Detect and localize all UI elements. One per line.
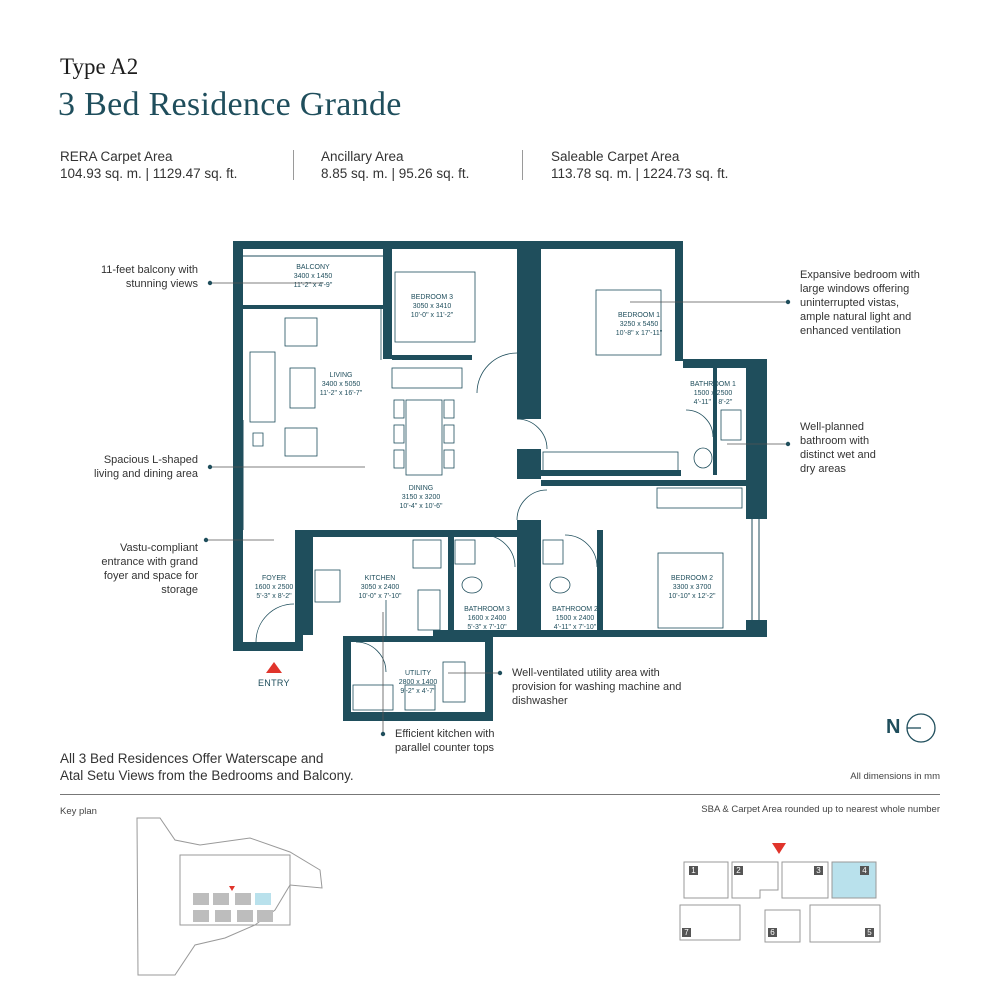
entry-label: ENTRY [258, 678, 290, 688]
room-ft-bathroom1: 4'-11" x 8'-2" [694, 399, 733, 406]
rera-carpet-area-value: 104.93 sq. m. | 1129.47 sq. ft. [60, 166, 238, 181]
sba-note: SBA & Carpet Area rounded up to nearest … [701, 804, 940, 815]
tower-unit-3: 3 [816, 866, 821, 875]
north-label: N [886, 716, 901, 738]
key-plan-site [136, 817, 323, 976]
windows [242, 244, 760, 620]
room-mm-bedroom3: 3050 x 3410 [413, 303, 452, 310]
tower-marker-icon [772, 843, 786, 854]
type-label: Type A2 [60, 54, 139, 79]
room-mm-bathroom2: 1500 x 2400 [556, 615, 595, 622]
room-name-bedroom2: BEDROOM 2 [671, 575, 713, 582]
room-name-living: LIVING [330, 372, 353, 379]
saleable-carpet-area: Saleable Carpet Area 113.78 sq. m. | 122… [551, 148, 728, 182]
page-title: 3 Bed Residence Grande [58, 86, 402, 123]
callout-living: Spacious L-shaped living and dining area [94, 454, 198, 480]
room-ft-balcony: 11'-2" x 4'-9" [294, 282, 333, 289]
tower-unit-numbers: 1 2 3 4 5 6 7 [682, 866, 874, 937]
tower-highlight [831, 861, 877, 899]
room-name-bathroom2: BATHROOM 2 [552, 606, 598, 613]
key-plan-marker-icon [229, 886, 235, 891]
tower-unit-2: 2 [736, 866, 741, 875]
room-labels: BALCONY 3400 x 1450 11'-2" x 4'-9" BEDRO… [255, 264, 736, 695]
room-name-bathroom1: BATHROOM 1 [690, 381, 736, 388]
tagline: All 3 Bed Residences Offer Waterscape an… [60, 751, 354, 783]
room-name-kitchen: KITCHEN [365, 575, 396, 582]
entry-marker-icon [266, 662, 282, 673]
room-ft-bathroom3: 5'-3" x 7'-10" [467, 624, 507, 631]
room-ft-dining: 10'-4" x 10'-6" [399, 503, 443, 510]
room-mm-bedroom1: 3250 x 5450 [620, 321, 659, 328]
furniture [249, 271, 743, 711]
saleable-carpet-area-label: Saleable Carpet Area [551, 149, 680, 164]
room-name-bedroom1: BEDROOM 1 [618, 312, 660, 319]
room-mm-foyer: 1600 x 2500 [255, 584, 294, 591]
room-ft-living: 11'-2" x 16'-7" [320, 390, 363, 397]
tower-unit-7: 7 [684, 928, 689, 937]
rera-carpet-area-label: RERA Carpet Area [60, 149, 173, 164]
room-mm-balcony: 3400 x 1450 [294, 273, 333, 280]
callout-balcony: 11-feet balcony with stunning views [100, 264, 198, 290]
tower-unit-6: 6 [770, 928, 775, 937]
key-plan-blocks [193, 893, 273, 922]
callout-leaders [206, 282, 788, 734]
ancillary-area-label: Ancillary Area [321, 149, 404, 164]
room-ft-utility: 9'-2" x 4'-7" [400, 688, 436, 695]
divider [522, 150, 523, 180]
room-ft-bedroom1: 10'-8" x 17'-11" [616, 330, 663, 337]
dimensions-note: All dimensions in mm [850, 771, 940, 782]
callout-foyer: Vastu-compliant entrance with grand foye… [101, 542, 198, 596]
footer-divider [60, 794, 940, 795]
callout-dots [203, 280, 791, 737]
room-mm-kitchen: 3050 x 2400 [361, 584, 400, 591]
room-mm-bathroom3: 1600 x 2400 [468, 615, 507, 622]
divider [293, 150, 294, 180]
tower-blocks [679, 861, 881, 943]
room-name-bedroom3: BEDROOM 3 [411, 294, 453, 301]
rera-carpet-area: RERA Carpet Area 104.93 sq. m. | 1129.47… [60, 148, 237, 182]
saleable-carpet-area-value: 113.78 sq. m. | 1224.73 sq. ft. [551, 166, 729, 181]
room-ft-bathroom2: 4'-11" x 7'-10" [554, 624, 597, 631]
tower-unit-5: 5 [867, 928, 872, 937]
callout-kitchen: Efficient kitchen with parallel counter … [395, 728, 495, 754]
room-name-utility: UTILITY [405, 670, 431, 677]
room-mm-living: 3400 x 5050 [322, 381, 361, 388]
room-ft-foyer: 5'-3" x 8'-2" [256, 593, 292, 600]
room-ft-bedroom3: 10'-0" x 11'-2" [411, 312, 454, 319]
room-name-dining: DINING [409, 485, 434, 492]
room-ft-kitchen: 10'-0" x 7'-10" [358, 593, 402, 600]
room-name-balcony: BALCONY [296, 264, 330, 271]
tower-unit-4: 4 [862, 866, 867, 875]
room-mm-bathroom1: 1500 x 2500 [694, 390, 733, 397]
ancillary-area-value: 8.85 sq. m. | 95.26 sq. ft. [321, 166, 470, 181]
room-mm-dining: 3150 x 3200 [402, 494, 441, 501]
callout-bedroom1: Expansive bedroom with large windows off… [800, 269, 920, 337]
room-mm-utility: 2800 x 1400 [399, 679, 438, 686]
callout-bathroom1: Well-planned bathroom with distinct wet … [800, 421, 876, 475]
room-ft-bedroom2: 10'-10" x 12'-2" [669, 593, 716, 600]
walls [233, 241, 767, 721]
room-name-bathroom3: BATHROOM 3 [464, 606, 510, 613]
key-plan-highlight [255, 893, 271, 905]
key-plan-label: Key plan [60, 806, 97, 817]
ancillary-area: Ancillary Area 8.85 sq. m. | 95.26 sq. f… [321, 148, 469, 182]
tower-unit-1: 1 [691, 866, 696, 875]
room-name-foyer: FOYER [262, 575, 286, 582]
room-mm-bedroom2: 3300 x 3700 [673, 584, 712, 591]
callout-utility: Well-ventilated utility area with provis… [512, 667, 682, 707]
